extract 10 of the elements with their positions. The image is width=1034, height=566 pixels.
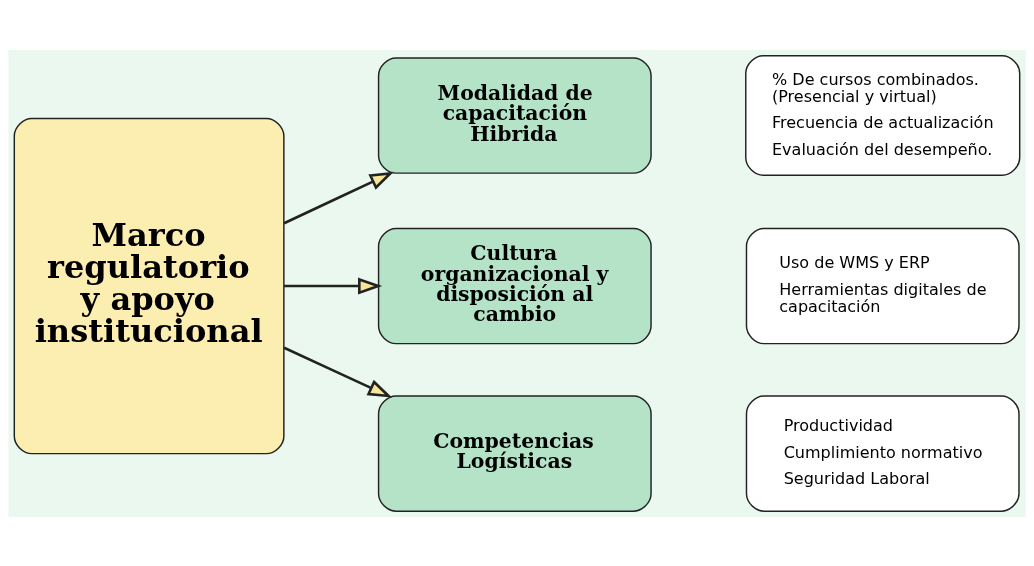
arrow [283, 346, 393, 398]
node-box: Modalidad de capacitación Hibrida [377, 56, 652, 174]
node-box: Cultura organizacional y disposición al cambio [377, 227, 652, 344]
node-box: Productividad Cumplimiento normativo Seguridad Laboral [745, 394, 1020, 512]
node-box: % De cursos combinados. (Presencial y virtual) Frecuencia de actualización Evaluación del desempeño. [745, 54, 1021, 176]
arrow [283, 171, 394, 224]
node-box: Marco regulatorio y apoyo institucional [13, 117, 285, 454]
node-box: Uso de WMS y ERP Herramientas digitales de capacitación [745, 227, 1020, 344]
node-box: Competencias Logísticas [377, 394, 652, 512]
arrow [284, 277, 383, 295]
